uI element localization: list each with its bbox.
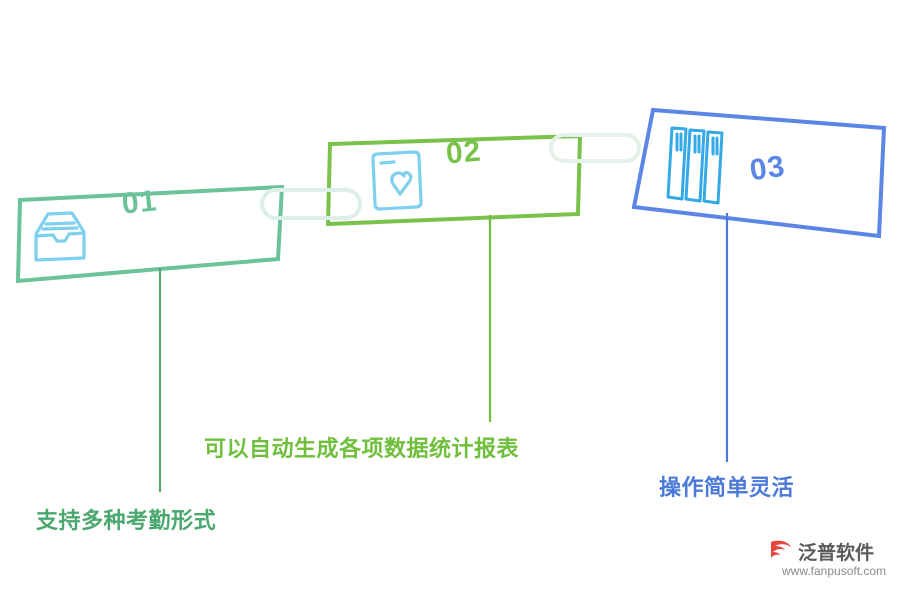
- step-caption-02: 可以自动生成各项数据统计报表: [204, 436, 520, 461]
- mobile-heart-icon: [371, 150, 423, 211]
- step-number-01: 01: [120, 184, 159, 221]
- watermark-brand: 泛普软件: [798, 543, 875, 564]
- step-card-03[interactable]: [631, 107, 887, 239]
- step-card-01-outline: [15, 184, 285, 284]
- step-caption-03: 操作简单灵活: [659, 475, 795, 500]
- step-card-02-outline: [325, 133, 583, 227]
- inbox-tray-icon: [34, 211, 86, 262]
- connector-02-03: [549, 133, 641, 163]
- step-number-03: 03: [747, 149, 788, 188]
- connector-01-02: [260, 188, 362, 220]
- three-binders-icon: [666, 126, 724, 205]
- step-card-02[interactable]: [325, 133, 583, 227]
- fanpu-logo-icon: [771, 540, 791, 558]
- watermark: 泛普软件 www.fanpusoft.com: [768, 538, 888, 590]
- step-caption-01: 支持多种考勤形式: [36, 508, 217, 533]
- step-card-01[interactable]: [15, 184, 285, 284]
- step-number-02: 02: [444, 134, 483, 171]
- step-card-03-outline: [631, 107, 887, 239]
- watermark-url: www.fanpusoft.com: [782, 564, 887, 578]
